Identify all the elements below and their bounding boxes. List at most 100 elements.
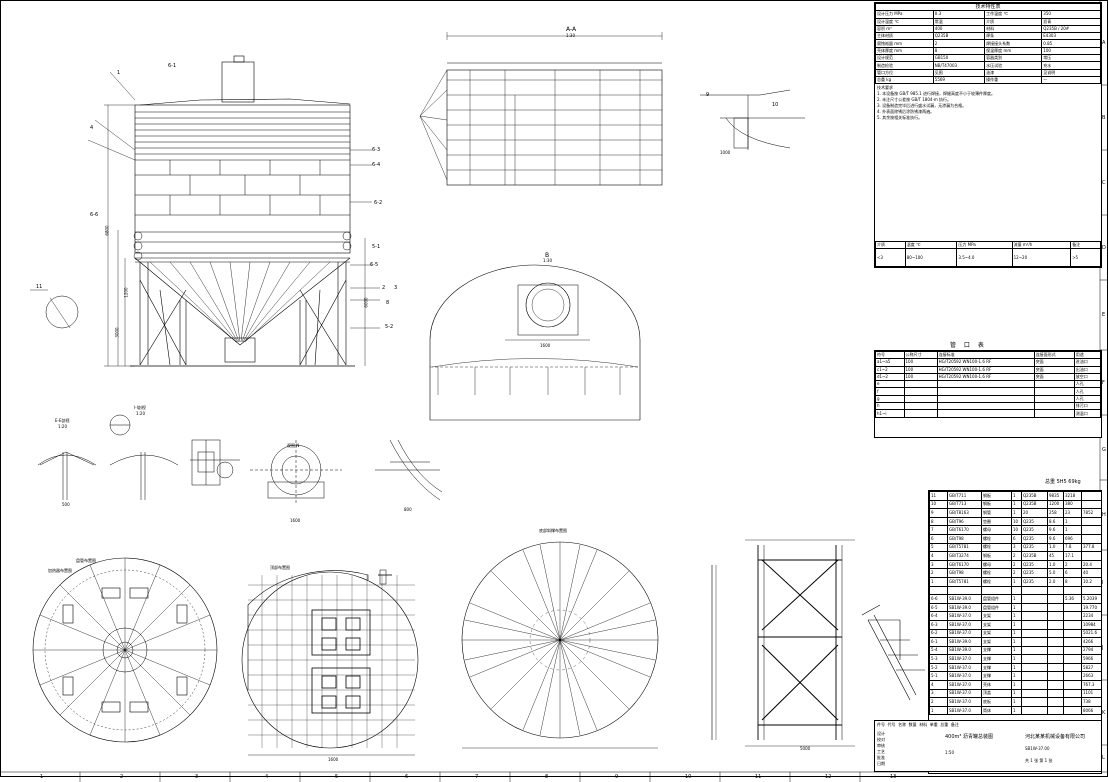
cell: 介质 [875,240,906,250]
bom-cell: 6 [1063,568,1082,578]
cell [903,387,938,396]
bom-cell: 1101 [1081,688,1102,699]
main-elevation-view [30,55,380,367]
bom-cell: SB1W-37.0 [947,662,982,673]
part-tag: 6-3 [372,147,381,153]
cell: 设计温度 ℃ [875,17,934,26]
bom-cell: 1.0 [1047,559,1064,570]
cell: E4303 [1041,32,1101,41]
bom-cell [929,585,948,596]
bom-cell: 9.6 [1047,533,1064,544]
border-column-label: 3 [195,774,199,780]
bom-cell: SB1W-37.0 [947,688,982,699]
note-line: 2. 未注尺寸公差按 GB/T 1804-m 执行。 [877,97,952,103]
signoff-label: 工艺 [877,749,885,754]
cell [903,402,938,411]
bom-cell: 8066 [1081,705,1102,716]
cell: 350 [1041,10,1101,19]
part-tag: 3 [394,285,398,291]
bom-cell: GB/T5781 [947,542,982,553]
bom-cell: 1 [1011,697,1022,707]
part-tag: 9 [706,92,710,98]
cell: HG/T20592 WN100-1.6 RF [936,365,1035,374]
bom-cell: 螺母 [981,559,1012,570]
bom-cell: 45 [1047,551,1064,561]
cell: 腐蚀裕量 mm [875,39,934,48]
header-cell: 数量 [908,722,917,727]
part-tag: 6-4 [372,162,381,168]
cell [1033,394,1075,404]
cell: 介质 [984,17,1043,26]
part-tag: 6-6 [90,212,99,218]
bom-cell [1047,662,1064,673]
drawing-title: 400m³ 沥青罐总装图 [945,734,994,740]
cell: 压力 MPa [956,240,1013,250]
cell: 连接面形式 [1033,350,1075,360]
bom-cell: 11 [929,491,948,501]
dimension-label: 800 [404,507,412,512]
cell: f [875,387,905,396]
border-column-label: 7 [475,774,479,780]
part-tag: 6-2 [374,200,383,206]
border-column-label: 6 [405,774,409,780]
bom-cell: 支撑 [981,662,1012,673]
bom-cell [1021,662,1048,673]
cell: 放空口 [1073,372,1102,382]
detail-support-arc [375,439,443,501]
tech-table-title: 技术特性表 [875,2,1101,12]
cell: 保温厚度 mm [984,46,1043,56]
bom-cell: 7852 [1081,508,1102,518]
bom-cell [1021,671,1048,682]
bom-cell: 1 [1011,576,1022,587]
part-tag: 2 [382,285,386,291]
bom-cell [1063,688,1082,699]
bom-cell: 7 [929,525,948,535]
cell: 突面 [1033,372,1075,382]
cell [1033,409,1075,418]
cell: 工作温度 ℃ [984,10,1043,19]
bom-cell: 2234 [1081,611,1102,621]
border-row-label: D [1102,245,1106,251]
bom-cell [1081,585,1102,596]
bom-cell: 4 [929,680,948,690]
bom-cell: 5827 [1081,662,1102,673]
cell: 0.85 [1041,39,1101,48]
bom-cell: 1 [1011,602,1022,613]
bom-cell: SB1W-37.0 [947,671,982,682]
bom-cell: Q235 [1021,559,1048,570]
bom-cell: 6 [1011,533,1022,544]
heater-plan-view [32,557,218,743]
bom-cell: 3 [929,559,948,570]
bom-cell: 10.2 [1081,576,1102,587]
dimension-label: 3000 [114,327,120,338]
cell: 流量 m³/h [1011,240,1072,250]
cell: 12~20 [1011,248,1072,267]
part-tag: 6-5 [370,262,379,268]
dimension-label: 1600 [328,757,339,762]
bom-cell [1063,697,1082,707]
bom-cell: Q235 [1021,542,1048,553]
border-column-label: 8 [545,774,549,780]
bom-cell: 5966 [1081,654,1102,664]
bom-cell: 1 [1011,491,1022,501]
border-column-label: 13 [890,774,897,780]
bom-cell: 1200 [1047,499,1064,510]
bom-cell: SB1W-39.0 [947,602,982,613]
bom-cell: 20.4 [1081,559,1102,570]
dimension-label: 5000 [800,746,811,751]
cell: 80~100 [904,248,958,267]
cell: 公称尺寸 [903,350,938,360]
bom-cell: 2663 [1081,671,1102,682]
dimension-label: 1200 [123,287,129,298]
bom-cell: 1 [1011,671,1022,682]
